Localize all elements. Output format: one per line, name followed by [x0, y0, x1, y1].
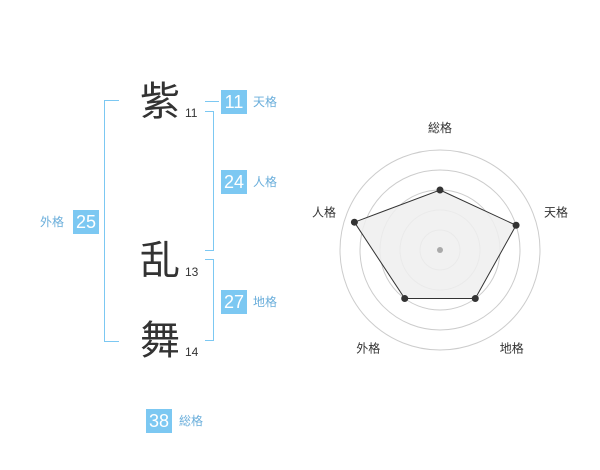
jinkaku-label: 人格 [253, 175, 278, 189]
chikaku-label: 地格 [253, 295, 278, 309]
radar-area [353, 189, 517, 300]
radar-point-5 [350, 218, 358, 226]
name-char-2: 乱 [140, 238, 180, 284]
tenkaku-label: 天格 [253, 95, 278, 109]
radar-axis-label-5: 人格 [312, 204, 336, 219]
soukaku-value: 38 [146, 409, 172, 433]
radar-ring [339, 149, 541, 351]
radar-point-2 [512, 221, 520, 229]
name-char-1: 紫 [140, 79, 180, 125]
radar-point-4 [401, 295, 409, 303]
radar-axis-label-3: 地格 [500, 341, 524, 356]
jinkaku-value: 24 [221, 170, 247, 194]
chikaku-bracket [205, 259, 214, 341]
radar-axis-label-2: 天格 [544, 204, 568, 219]
name-char-3: 舞 [140, 318, 180, 364]
tenkaku-bracket [205, 101, 219, 102]
gaikaku-value: 25 [73, 210, 99, 234]
name-char-3-strokes: 14 [185, 345, 199, 359]
tenkaku-value: 11 [221, 90, 247, 114]
gaikaku-bracket [104, 100, 119, 342]
radar-axis-label-4: 外格 [356, 341, 380, 356]
jinkaku-bracket [205, 111, 214, 251]
gaikaku-label: 外格 [40, 215, 65, 229]
radar-center-dot [437, 247, 443, 253]
chikaku-value: 27 [221, 290, 247, 314]
radar-ring [359, 169, 521, 331]
radar-point-3 [471, 295, 479, 303]
name-char-1-strokes: 11 [185, 106, 198, 120]
radar-axis-label-1: 総格 [428, 120, 452, 135]
name-char-2-strokes: 13 [185, 265, 199, 279]
radar-point-1 [436, 186, 444, 194]
soukaku-label: 総格 [179, 414, 204, 428]
